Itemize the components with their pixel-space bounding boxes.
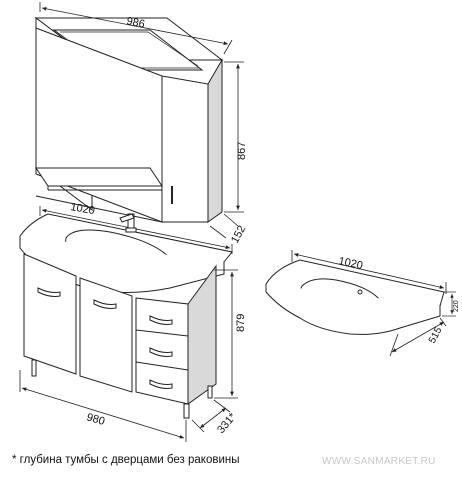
- left-door-handle: [37, 287, 61, 297]
- dimension-separate-basin-depth: [389, 317, 447, 357]
- dimension-cabinet-width: [39, 2, 233, 55]
- separate-basin-height-label: 220: [453, 300, 460, 312]
- vanity-unit: [23, 253, 217, 419]
- mirror-shelf: [35, 167, 163, 187]
- cabinet-side-door: [161, 75, 209, 223]
- vanity-leg: [207, 385, 213, 399]
- cabinet-width-label: 986: [125, 15, 145, 31]
- drawer-handle-2: [149, 347, 173, 357]
- vanity-depth-label: 331*: [215, 410, 239, 436]
- faucet: [119, 213, 137, 233]
- dimension-separate-basin-height: [442, 291, 456, 317]
- separate-basin-depth-label: 515: [427, 325, 445, 345]
- separate-basin-width-label: 1020: [337, 255, 363, 272]
- vanity-left-door: [23, 253, 77, 375]
- vanity-height-label: 879: [235, 314, 247, 332]
- vanity-width-label: 980: [85, 411, 106, 428]
- vanity-leg: [31, 359, 37, 377]
- dimension-vanity-height: [214, 269, 238, 399]
- dimension-cabinet-height: [224, 61, 244, 213]
- vanity-right-door: [79, 277, 133, 393]
- basin-width-label: 1020: [69, 201, 95, 217]
- footnote: * глубина тумбы с дверцами без раковины: [12, 454, 240, 466]
- watermark: WWW.SANMARKET.RU: [322, 456, 436, 467]
- cabinet-depth-label: 152: [229, 224, 248, 246]
- dimension-vanity-width: [19, 370, 187, 442]
- dimension-vanity-depth: [191, 399, 231, 433]
- drawer-handle-1: [149, 315, 173, 325]
- separate-washbasin: [265, 259, 445, 335]
- mirror-cabinet: [34, 17, 224, 223]
- right-door-handle: [93, 299, 117, 309]
- vanity-leg: [183, 403, 190, 419]
- cabinet-height-label: 867: [236, 142, 248, 160]
